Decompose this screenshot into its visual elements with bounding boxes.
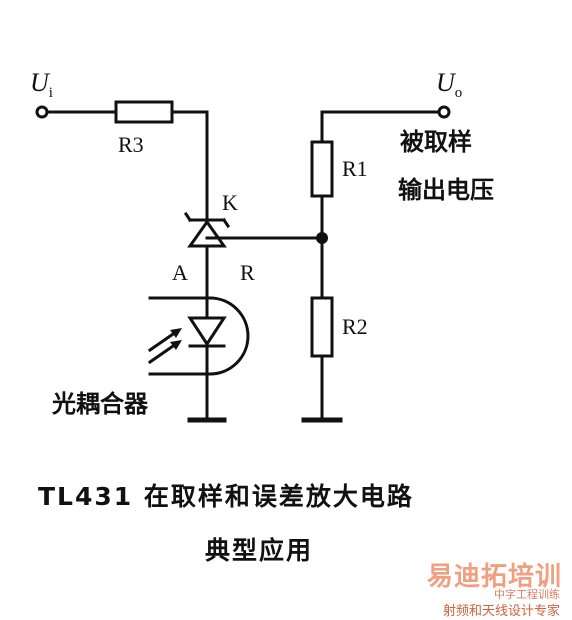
- light-arrowhead-1: [170, 328, 182, 338]
- watermark-sub2: 射频和天线设计专家: [442, 604, 560, 619]
- caption-line1: TL431 在取样和误差放大电路: [38, 482, 414, 511]
- resistor-r3: [114, 100, 174, 124]
- output-terminal-sub: o: [454, 85, 463, 102]
- watermark-main: 易迪拓培训: [426, 562, 562, 592]
- input-terminal-sub: i: [48, 85, 53, 102]
- resistor-r2: [310, 296, 334, 358]
- r1-label: R1: [342, 156, 368, 181]
- tl431-symbol: [187, 219, 227, 248]
- tl431-cathode-bar: [183, 211, 231, 229]
- output-terminal-label: Uo: [436, 70, 462, 101]
- caption-line2: 典型应用: [205, 536, 314, 565]
- light-arrowhead-2: [170, 340, 182, 350]
- resistor-r1: [310, 140, 334, 198]
- optocoupler-label: 光耦合器: [52, 390, 148, 418]
- light-arrow-2: [147, 341, 179, 365]
- optocoupler-outline: [148, 296, 250, 376]
- cathode-label: K: [222, 190, 238, 215]
- output-terminal-main: U: [436, 68, 455, 97]
- input-terminal-label: Ui: [30, 70, 53, 101]
- input-terminal-main: U: [30, 68, 49, 97]
- anode-label: A: [172, 260, 188, 285]
- ref-label: R: [240, 260, 255, 285]
- r2-label: R2: [342, 314, 368, 339]
- led-symbol: [187, 316, 227, 347]
- junction-node: [316, 232, 328, 244]
- sampled-voltage-line1: 被取样: [400, 128, 472, 156]
- watermark: 易迪拓培训 中字工程训练 射频和天线设计专家: [398, 556, 568, 619]
- sampled-voltage-line2: 输出电压: [398, 176, 494, 204]
- light-arrow-1: [147, 329, 179, 353]
- watermark-sub1: 中字工程训练: [494, 588, 560, 601]
- r3-label: R3: [118, 132, 144, 157]
